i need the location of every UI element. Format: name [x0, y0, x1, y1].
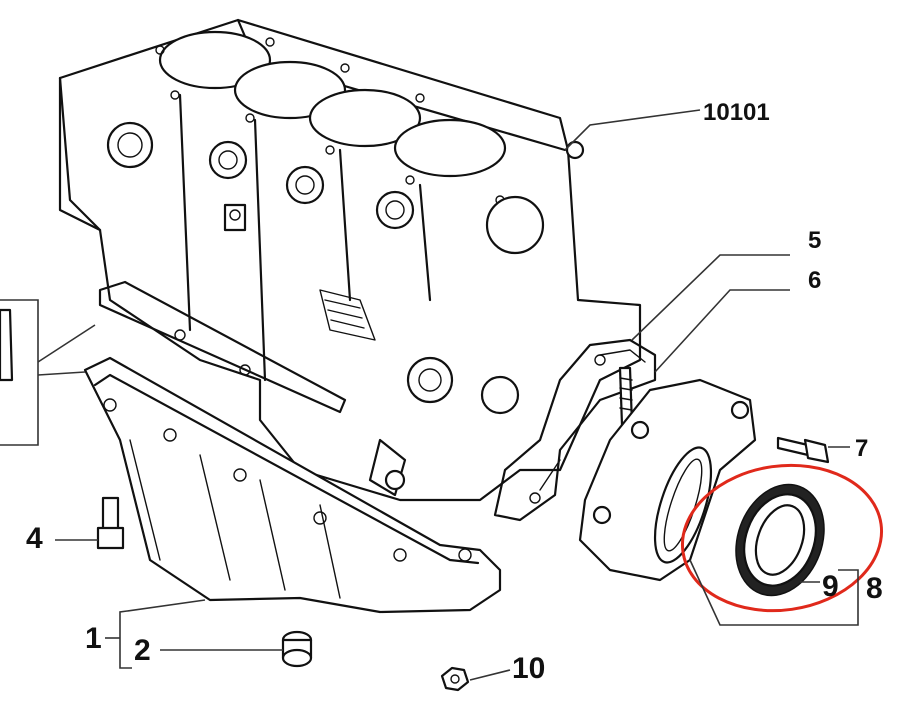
highlight-circle — [680, 463, 884, 613]
callout-4: 4 — [26, 522, 43, 555]
rear-gasket-plate — [493, 338, 657, 522]
callout-2: 2 — [134, 634, 151, 667]
bolt-4 — [96, 496, 125, 550]
bolt-7 — [776, 436, 830, 464]
callout-9: 9 — [822, 570, 839, 603]
callout-7: 7 — [855, 435, 868, 462]
crankshaft-oil-seal — [735, 483, 825, 597]
callout-6: 6 — [808, 267, 821, 294]
oil-pan — [83, 356, 502, 614]
engine-block — [58, 18, 642, 502]
leader-lines — [0, 109, 859, 681]
callout-1: 1 — [85, 622, 102, 655]
callout-10: 10 — [512, 652, 545, 685]
nut-10 — [440, 666, 470, 692]
callout-5: 5 — [808, 227, 821, 254]
oil-pan-gasket — [0, 280, 347, 414]
callout-10101: 10101 — [703, 99, 770, 126]
callout-8: 8 — [866, 572, 883, 605]
drain-plug-2 — [281, 630, 313, 668]
oil-seal-carrier — [578, 378, 757, 582]
